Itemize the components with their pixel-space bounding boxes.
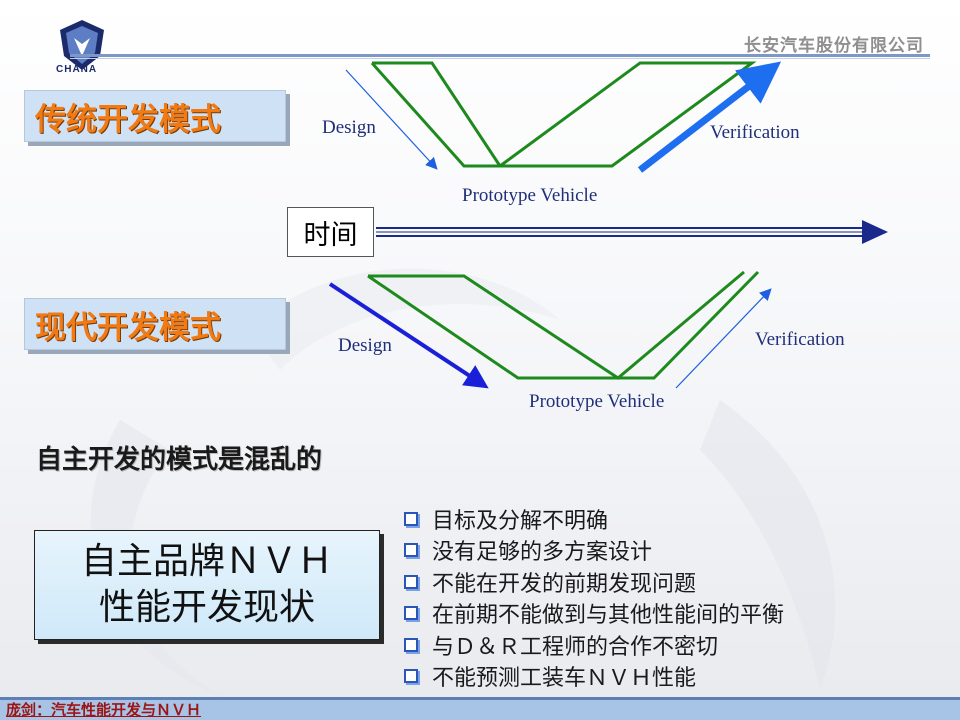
modern-v-shape	[367, 270, 760, 380]
modern-verification-label: Verification	[755, 329, 845, 350]
issue-list: 目标及分解不明确 没有足够的多方案设计 不能在开发的前期发现问题 在前期不能做到…	[404, 503, 784, 692]
header-rule	[70, 54, 930, 57]
list-item: 目标及分解不明确	[404, 503, 784, 535]
traditional-prototype-label: Prototype Vehicle	[462, 185, 598, 206]
issue-text: 在前期不能做到与其他性能间的平衡	[432, 603, 785, 629]
modern-design-arrow	[328, 282, 489, 389]
modern-mode-label: 现代开发模式	[35, 309, 221, 346]
checkbox-bullet-icon	[404, 511, 418, 526]
footer-rule	[0, 697, 960, 700]
header-rule-thin	[70, 58, 930, 59]
time-label-box: 时间	[287, 207, 374, 257]
nvh-status-box: 自主品牌ＮＶＨ 性能开发现状	[34, 530, 380, 640]
status-line-1: 自主品牌ＮＶＨ	[80, 541, 333, 582]
checkbox-bullet-icon	[404, 637, 418, 652]
traditional-design-arrow	[345, 69, 438, 170]
footer-text: 庞剑：汽车性能开发与ＮＶＨ	[6, 701, 202, 719]
issue-text: 目标及分解不明确	[432, 508, 609, 534]
traditional-verification-arrow	[637, 61, 782, 173]
issue-text: 与Ｄ＆Ｒ工程师的合作不密切	[432, 634, 719, 660]
status-line-2: 性能开发现状	[98, 587, 315, 628]
modern-verification-arrow	[675, 288, 772, 389]
list-item: 不能预测工装车ＮＶＨ性能	[404, 661, 784, 693]
modern-design-label: Design	[338, 335, 392, 356]
list-item: 与Ｄ＆Ｒ工程师的合作不密切	[404, 629, 784, 661]
modern-mode-box: 现代开发模式	[24, 298, 286, 350]
logo-text: CHANA	[56, 64, 98, 75]
company-name: 长安汽车股份有限公司	[744, 36, 924, 56]
checkbox-bullet-icon	[404, 574, 418, 589]
traditional-mode-label: 传统开发模式	[35, 101, 221, 138]
checkbox-bullet-icon	[404, 606, 418, 621]
list-item: 在前期不能做到与其他性能间的平衡	[404, 598, 784, 630]
traditional-mode-box: 传统开发模式	[24, 90, 286, 142]
checkbox-bullet-icon	[404, 669, 418, 684]
traditional-v-shape	[370, 61, 757, 168]
issue-text: 不能预测工装车ＮＶＨ性能	[432, 666, 697, 692]
footer-band	[0, 700, 960, 720]
timeline-arrow	[376, 220, 888, 244]
modern-prototype-label: Prototype Vehicle	[529, 391, 665, 412]
issue-text: 不能在开发的前期发现问题	[432, 571, 697, 597]
list-item: 没有足够的多方案设计	[404, 535, 784, 567]
chaos-statement: 自主开发的模式是混乱的	[36, 445, 323, 475]
traditional-verification-label: Verification	[710, 122, 800, 143]
issue-text: 没有足够的多方案设计	[432, 540, 653, 566]
checkbox-bullet-icon	[404, 543, 418, 558]
traditional-design-label: Design	[322, 117, 376, 138]
list-item: 不能在开发的前期发现问题	[404, 566, 784, 598]
time-label: 时间	[303, 219, 358, 251]
